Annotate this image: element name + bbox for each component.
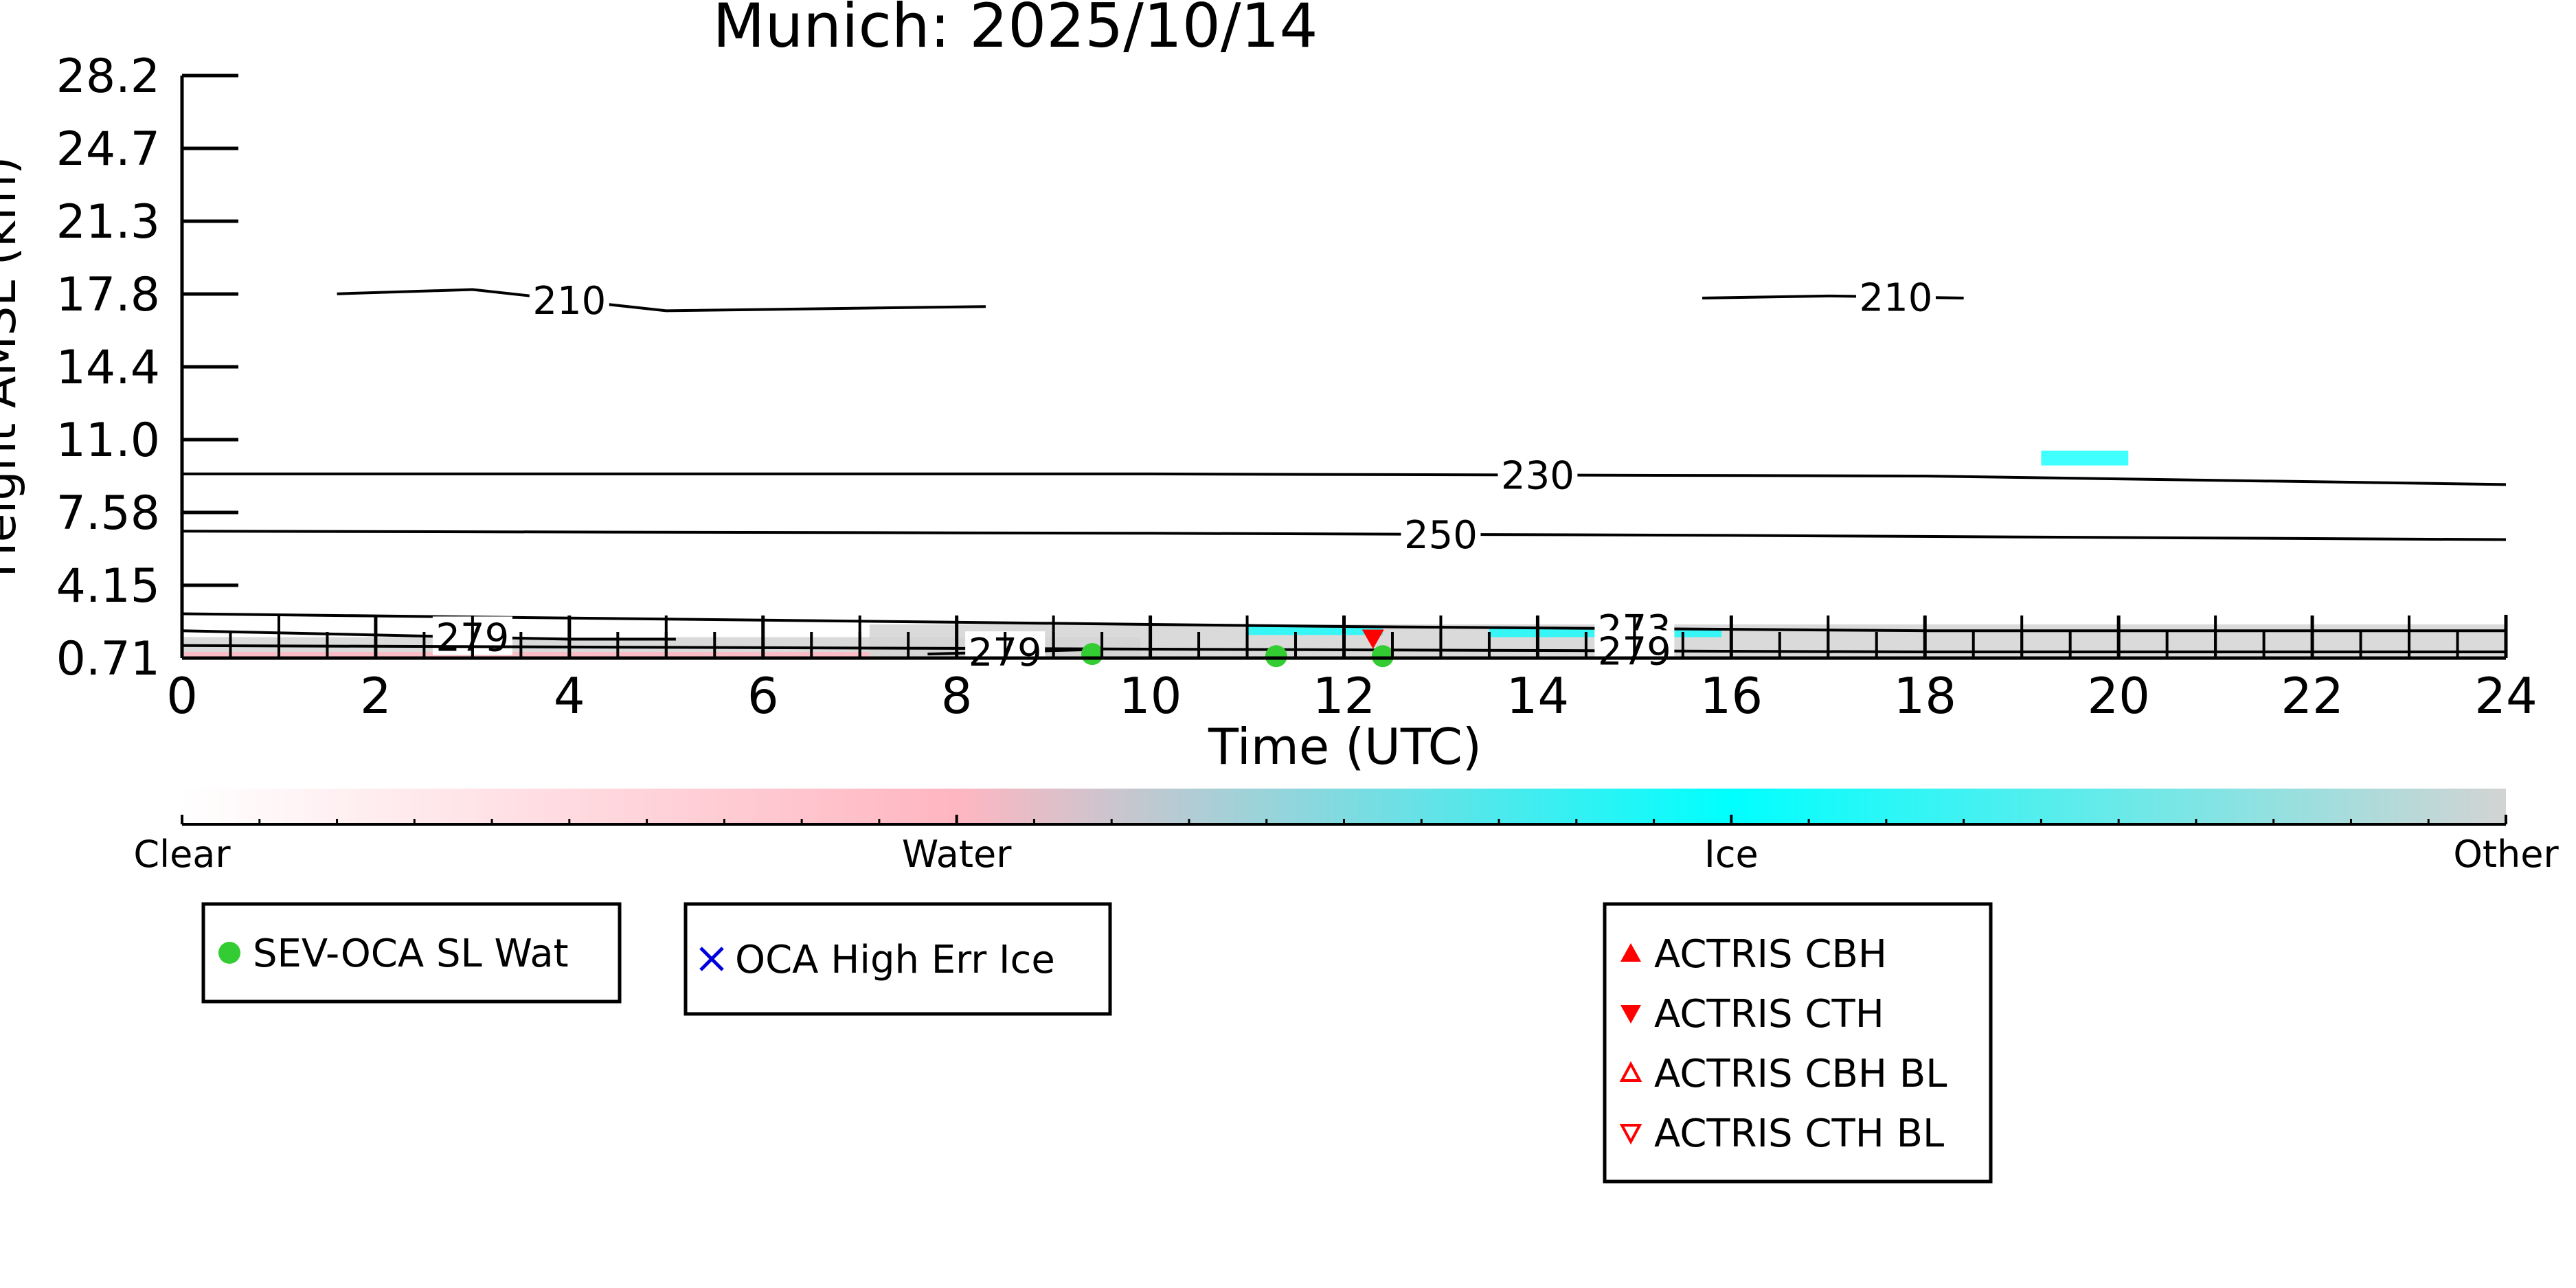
- contour-line-250: [181, 530, 2507, 541]
- cloud-patch-ice: [1247, 626, 1383, 635]
- colorbar-ticks: [181, 815, 2507, 824]
- colorbar-label: Ice: [1704, 833, 1759, 876]
- colorbar-gradient: [182, 789, 2506, 824]
- x-tick-label: 18: [1893, 667, 1956, 725]
- legend-entry-label: OCA High Err Ice: [735, 938, 1055, 982]
- legend-entry-label: ACTRIS CTH: [1654, 992, 1884, 1037]
- x-tick-label: 14: [1506, 667, 1570, 725]
- colorbar-label: Clear: [133, 833, 231, 876]
- x-tick-label: 4: [554, 667, 585, 725]
- y-axis: 0.71 4.15 7.58 11.0 14.4 17.8 21.3 24.7 28.2 Hei…: [0, 49, 238, 686]
- legend-frame: [1603, 902, 1993, 1184]
- legend-dot-icon: [218, 942, 240, 964]
- chart-title: Munich: 2025/10/14: [713, 0, 1318, 61]
- legend-triangle-up-open-icon: [1619, 1061, 1642, 1082]
- legend-box-2: OCA High Err Ice: [683, 902, 1112, 1016]
- x-axis-label: Time (UTC): [1208, 718, 1482, 776]
- legend-frame: [683, 902, 1112, 1016]
- x-tick-label: 12: [1313, 667, 1376, 725]
- x-tick-label: 2: [360, 667, 392, 725]
- y-tick-label: 4.15: [56, 559, 160, 613]
- legend-box-1: SEV-OCA SL Wat: [201, 902, 622, 1004]
- cloud-patch-ice: [2041, 451, 2129, 466]
- legend-triangle-up-icon: [1620, 943, 1641, 962]
- y-tick-label: 28.2: [56, 49, 160, 104]
- contour-label-bg: [529, 279, 609, 318]
- y-tick-label: 24.7: [56, 122, 160, 177]
- legend-triangle-down-icon: [1620, 1005, 1641, 1024]
- contour-label: 230: [1501, 453, 1574, 498]
- cloud-patch-water: [182, 652, 870, 658]
- x-tick-label: 10: [1119, 667, 1182, 725]
- contour-label-bg: [1855, 276, 1936, 315]
- y-tick-label: 17.8: [56, 268, 160, 322]
- y-tick-label: 0.71: [56, 632, 160, 686]
- x-tick-label: 0: [166, 667, 198, 725]
- contour-label-bg: [1401, 513, 1481, 552]
- x-tick-label: 24: [2474, 667, 2538, 725]
- marker-sev-oca-sl-wat: [1371, 645, 1394, 668]
- legend-x-icon: [699, 947, 724, 971]
- contour-label: 210: [532, 279, 606, 324]
- legend-box-3: ACTRIS CBH ACTRIS CTH ACTRIS CBH BL ACTRIS …: [1603, 902, 1993, 1184]
- colorbar: Clear Water Ice Other: [133, 789, 2559, 876]
- x-tick-label: 8: [941, 667, 973, 725]
- x-tick-label: 20: [2087, 667, 2150, 725]
- y-tick-label: 7.58: [56, 486, 160, 541]
- contour-label: 210: [1860, 275, 1933, 320]
- legend-entry-label: ACTRIS CBH BL: [1654, 1052, 1947, 1096]
- legend-entry-label: ACTRIS CBH: [1654, 932, 1887, 977]
- y-tick-label: 11.0: [56, 414, 160, 468]
- legend-entry-label: SEV-OCA SL Wat: [253, 931, 569, 976]
- contour-label: 250: [1404, 513, 1478, 558]
- contour-line-230: [182, 472, 2507, 486]
- x-tick-label: 16: [1700, 667, 1763, 725]
- marker-sev-oca-sl-wat: [1081, 643, 1104, 666]
- marker-actris-cth: [1362, 629, 1384, 649]
- colorbar-label: Other: [2453, 833, 2559, 876]
- y-ticks: 0.71 4.15 7.58 11.0 14.4 17.8 21.3 24.7 28.2: [56, 49, 238, 686]
- y-tick-label: 14.4: [56, 341, 160, 395]
- contour-label-bg: [1498, 454, 1578, 493]
- y-tick-label: 21.3: [56, 195, 160, 249]
- colorbar-labels: Clear Water Ice Other: [133, 833, 2559, 876]
- x-tick-label: 22: [2281, 667, 2344, 725]
- x-tick-label: 6: [747, 667, 779, 725]
- marker-sev-oca-sl-wat: [1265, 645, 1287, 668]
- legend-triangle-down-open-icon: [1619, 1124, 1642, 1145]
- contour-line-210: [337, 288, 986, 313]
- colorbar-label: Water: [902, 833, 1012, 876]
- legend-entry-label: ACTRIS CTH BL: [1654, 1111, 1944, 1156]
- y-axis-label: Height AMSL (km): [0, 157, 27, 578]
- legend-frame: [201, 902, 622, 1004]
